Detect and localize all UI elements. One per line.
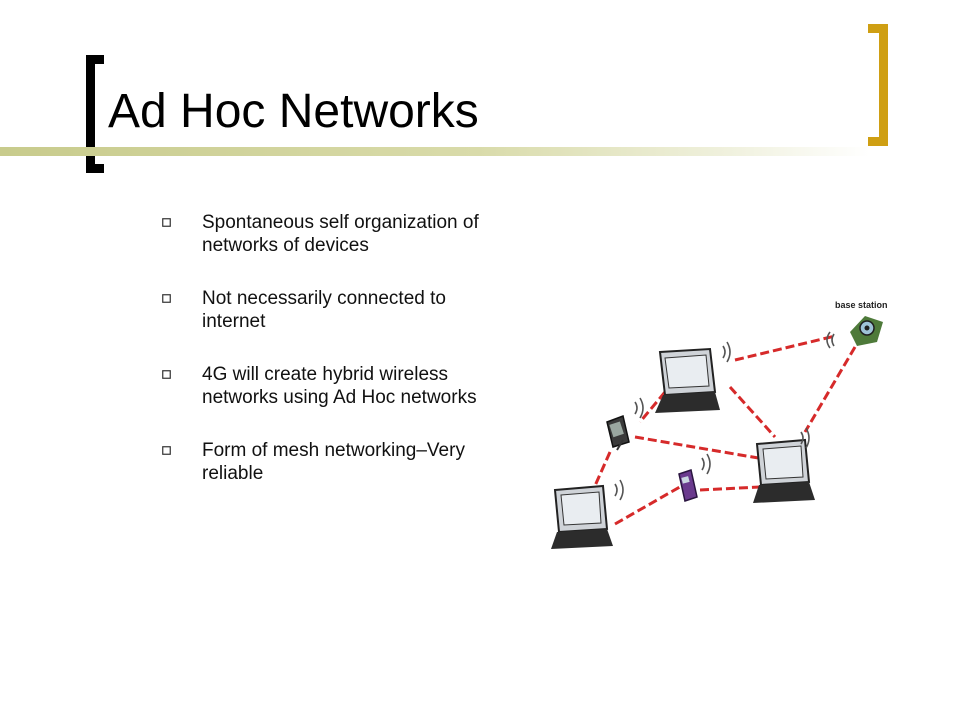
link-base-station-laptop-right — [803, 346, 857, 433]
cell-phone-icon — [678, 469, 698, 502]
bullet-text: Spontaneous self organization of network… — [202, 212, 479, 256]
link-laptop-bottom-cell-phone — [614, 482, 686, 526]
ad-hoc-network-diagram: base station — [505, 292, 895, 554]
left-bracket-decoration — [86, 55, 104, 173]
title-rule — [0, 147, 870, 156]
laptop-node-top — [655, 341, 731, 413]
right-bracket-decoration — [868, 24, 888, 146]
link-pda-laptop-right — [634, 435, 771, 462]
bullet-item: Spontaneous self organization of network… — [160, 211, 490, 257]
signal-waves-icon — [826, 331, 835, 349]
bullet-text: Form of mesh networking–Very reliable — [202, 440, 465, 484]
link-cell-phone-laptop-right — [699, 485, 761, 492]
laptop-node-bottom — [551, 479, 624, 549]
bullet-item: Not necessarily connected to internet — [160, 287, 490, 333]
bullet-text: 4G will create hybrid wireless networks … — [202, 364, 477, 408]
link-laptop-top-base-station — [734, 334, 836, 362]
pda-node — [606, 397, 644, 451]
slide-title: Ad Hoc Networks — [108, 85, 479, 138]
signal-waves-icon — [634, 397, 644, 419]
network-diagram-svg: base station — [551, 300, 888, 549]
bullet-text: Not necessarily connected to internet — [202, 288, 446, 332]
base-station-node: base station — [826, 300, 888, 349]
bullet-item: Form of mesh networking–Very reliable — [160, 439, 490, 485]
signal-waves-icon — [722, 341, 731, 363]
network-links — [588, 334, 857, 526]
bullet-square-icon — [162, 218, 171, 227]
signal-waves-icon — [614, 479, 624, 501]
bullet-square-icon — [162, 370, 171, 379]
base-station-label: base station — [835, 300, 888, 310]
signal-waves-icon — [701, 453, 711, 475]
bullet-item: 4G will create hybrid wireless networks … — [160, 363, 490, 409]
laptop-node-right — [753, 427, 815, 503]
cell-phone-node — [678, 453, 711, 502]
link-laptop-top-laptop-right — [728, 385, 777, 439]
bullet-square-icon — [162, 446, 171, 455]
signal-waves-icon — [800, 427, 810, 449]
bullet-list: Spontaneous self organization of network… — [160, 211, 490, 485]
bullet-square-icon — [162, 294, 171, 303]
link-laptop-top-pda — [638, 391, 667, 423]
